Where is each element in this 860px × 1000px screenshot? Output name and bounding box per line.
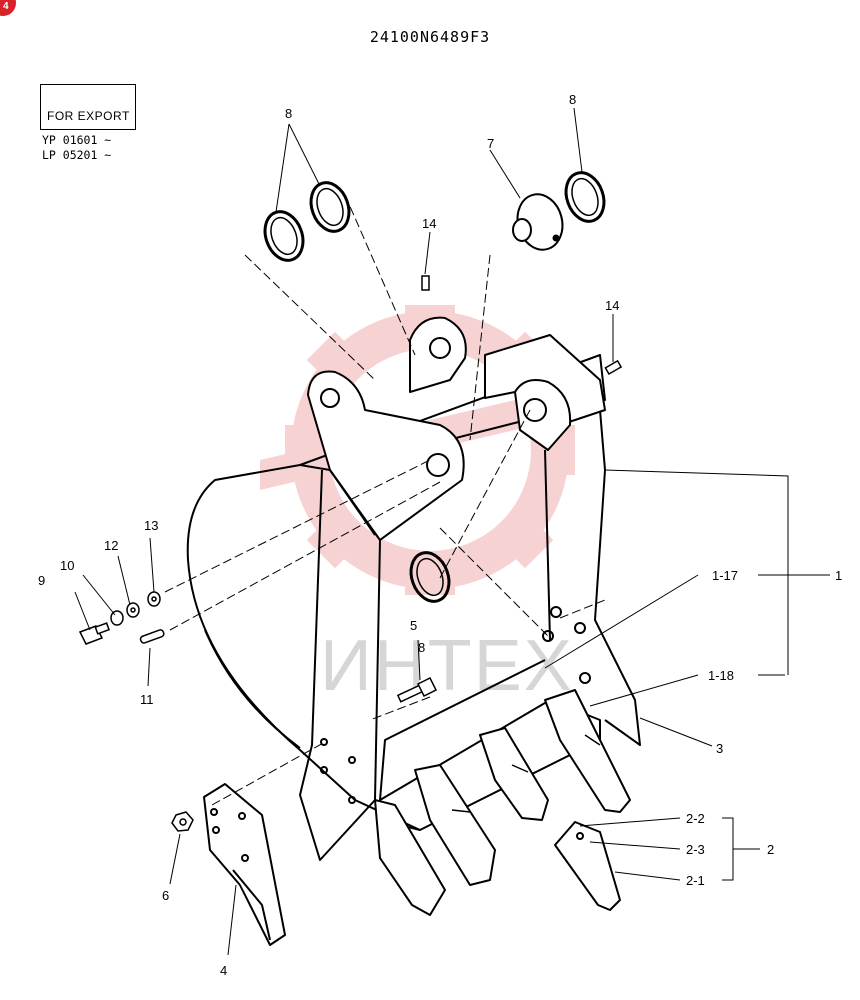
watermark-text: ИНТЕХ [320,626,574,706]
callout-2-1: 2-1 [686,873,705,888]
callout-6: 6 [162,888,169,903]
export-label-box: FOR EXPORT [40,84,136,130]
callout-13: 13 [144,518,158,533]
callout-4: 4 [220,963,227,978]
callout-2: 2 [767,842,774,857]
seal-rings [263,171,606,603]
bushing-part [512,193,564,251]
part-number-title: 24100N6489F3 [369,28,491,46]
pin-hardware [78,591,438,832]
callout-3: 3 [716,741,723,756]
callout-8-lower: 8 [418,640,425,655]
page-badge: 4 [0,0,16,16]
callout-12: 12 [104,538,118,553]
side-cutter-part [203,783,286,946]
loose-tooth-part [554,821,621,911]
callout-5: 5 [410,618,417,633]
callout-1: 1 [835,568,842,583]
callout-2-3: 2-3 [686,842,705,857]
leader-lines [74,107,830,956]
callout-14-left: 14 [422,216,436,231]
bucket-teeth [374,689,631,916]
boss-plates [307,316,606,541]
callout-1-18: 1-18 [708,668,734,683]
callout-14-right: 14 [605,298,619,313]
callout-8-right: 8 [569,92,576,107]
callout-9: 9 [38,573,45,588]
serial-range-yp: YP 01601 ~ [42,133,112,147]
callout-8-left: 8 [285,106,292,121]
page-badge-label: 4 [3,1,9,12]
callout-7: 7 [487,136,494,151]
export-label: FOR EXPORT [47,109,130,123]
callout-1-17: 1-17 [712,568,738,583]
callout-labels: 8 8 7 14 14 13 12 10 9 11 5 8 6 4 3 1-17… [38,92,842,978]
callout-2-2: 2-2 [686,811,705,826]
serial-range-lp: LP 05201 ~ [42,148,112,162]
roll-pins [421,275,623,375]
callout-10: 10 [60,558,74,573]
callout-11: 11 [140,692,154,707]
